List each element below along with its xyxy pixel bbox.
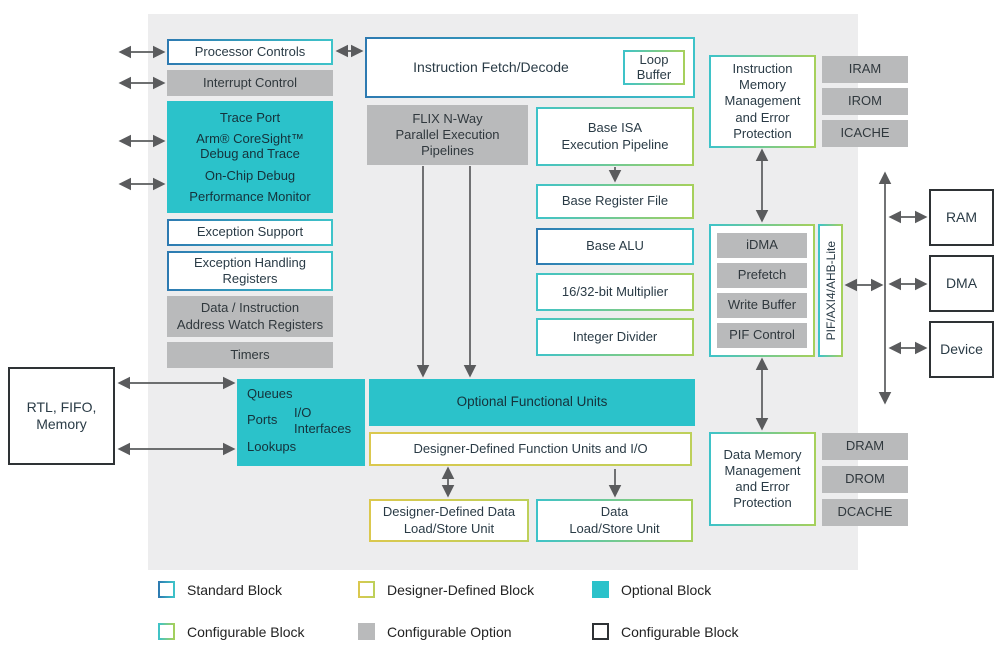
label-trace-port: Trace Port (219, 109, 281, 125)
legend-swatch-configurable-option (358, 623, 375, 640)
label-lookups: Lookups (247, 439, 297, 454)
block-address-watch-registers: Data / Instruction Address Watch Registe… (167, 296, 333, 337)
legend-swatch-standard (158, 581, 175, 598)
block-exception-support: Exception Support (167, 219, 333, 246)
block-pif-axi4-ahb-lite: PIF/AXI4/AHB-Lite (818, 224, 843, 357)
legend-label: Standard Block (187, 581, 282, 598)
block-device: Device (929, 321, 994, 378)
label-coresight-debug: Arm® CoreSight™ Debug and Trace (196, 130, 304, 162)
block-irom: IROM (822, 88, 908, 115)
legend-label: Designer-Defined Block (387, 581, 535, 598)
legend-swatch-designer (358, 581, 375, 598)
block-icache: ICACHE (822, 120, 908, 147)
legend-swatch-optional (592, 581, 609, 598)
label-performance-monitor: Performance Monitor (189, 188, 311, 204)
block-pif-group: iDMA Prefetch Write Buffer PIF Control (709, 224, 815, 357)
legend-configurable-option: Configurable Option (358, 623, 512, 640)
legend-label: Optional Block (621, 581, 712, 598)
block-debug-trace: Trace Port Arm® CoreSight™ Debug and Tra… (167, 101, 333, 213)
block-integer-divider: Integer Divider (536, 318, 694, 356)
block-io-interfaces-group: Queues Ports I/O Interfaces Lookups (237, 379, 365, 466)
legend-swatch-configurable-black (592, 623, 609, 640)
block-dram: DRAM (822, 433, 908, 460)
block-interrupt-control: Interrupt Control (167, 70, 333, 96)
label-onchip-debug: On-Chip Debug (204, 167, 296, 183)
legend-label: Configurable Option (387, 623, 512, 640)
block-data-load-store-unit: Data Load/Store Unit (536, 499, 693, 542)
block-timers: Timers (167, 342, 333, 368)
legend-configurable-block: Configurable Block (158, 623, 305, 640)
block-instruction-memory-management: Instruction Memory Management and Error … (709, 55, 816, 148)
label-pif-bus: PIF/AXI4/AHB-Lite (823, 240, 838, 341)
block-multiplier: 16/32-bit Multiplier (536, 273, 694, 311)
block-write-buffer: Write Buffer (717, 293, 807, 318)
block-base-register-file: Base Register File (536, 184, 694, 219)
block-idma: iDMA (717, 233, 807, 258)
block-dcache: DCACHE (822, 499, 908, 526)
block-iram: IRAM (822, 56, 908, 83)
block-loop-buffer: Loop Buffer (623, 50, 685, 85)
block-drom: DROM (822, 466, 908, 493)
block-base-isa-pipeline: Base ISA Execution Pipeline (536, 107, 694, 166)
legend-configurable-block-black: Configurable Block (592, 623, 739, 640)
label-queues: Queues (247, 386, 293, 401)
block-flix-pipelines: FLIX N-Way Parallel Execution Pipelines (367, 105, 528, 165)
block-dma: DMA (929, 255, 994, 312)
block-designer-load-store-unit: Designer-Defined Data Load/Store Unit (369, 499, 529, 542)
label-io-interfaces: I/O Interfaces (294, 405, 352, 436)
legend-optional-block: Optional Block (592, 581, 711, 598)
block-processor-controls: Processor Controls (167, 39, 333, 65)
legend-label: Configurable Block (187, 623, 305, 640)
block-optional-functional-units: Optional Functional Units (369, 379, 695, 426)
label-ports: Ports (247, 412, 278, 427)
legend-swatch-configurable (158, 623, 175, 640)
block-prefetch: Prefetch (717, 263, 807, 288)
block-data-memory-management: Data Memory Management and Error Protect… (709, 432, 816, 526)
legend-designer-defined-block: Designer-Defined Block (358, 581, 534, 598)
block-pif-control: PIF Control (717, 323, 807, 348)
block-designer-function-units: Designer-Defined Function Units and I/O (369, 432, 692, 466)
legend-standard-block: Standard Block (158, 581, 282, 598)
block-base-alu: Base ALU (536, 228, 694, 265)
block-ram: RAM (929, 189, 994, 246)
block-exception-handling-registers: Exception Handling Registers (167, 251, 333, 291)
legend-label: Configurable Block (621, 623, 739, 640)
block-rtl-fifo-memory: RTL, FIFO, Memory (8, 367, 115, 465)
